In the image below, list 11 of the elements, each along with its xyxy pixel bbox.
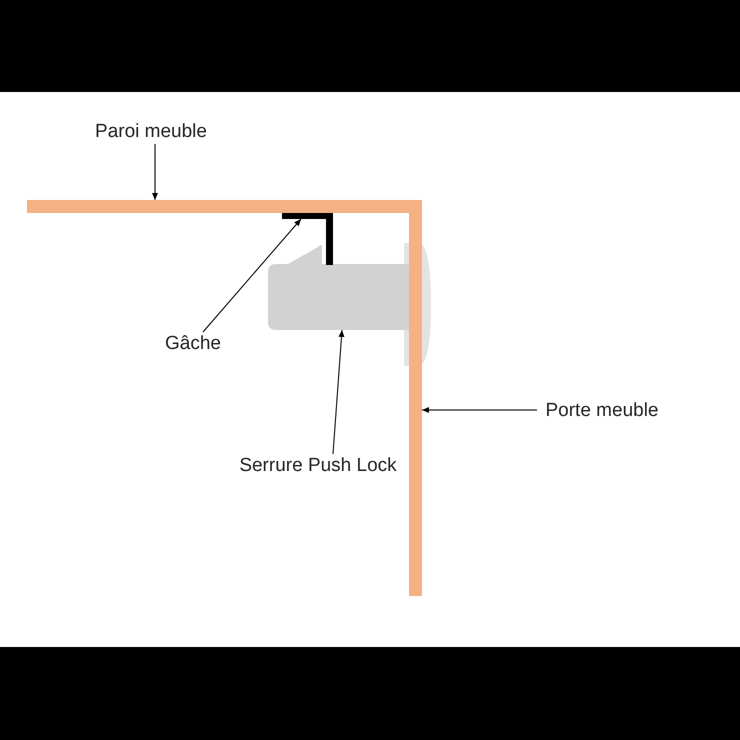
part-label: Porte meuble: [537, 399, 667, 423]
leader-line: [152, 144, 158, 200]
leader-line: [422, 407, 538, 413]
leader-line: [332, 330, 344, 454]
part-label: Paroi meuble: [88, 120, 214, 144]
wood-panel: [27, 200, 422, 213]
part-label: Serrure Push Lock: [232, 454, 404, 478]
part-label: Gâche: [160, 332, 226, 356]
leader-line: [202, 218, 302, 332]
wood-panel: [409, 213, 422, 596]
strike-plate: [282, 213, 333, 265]
